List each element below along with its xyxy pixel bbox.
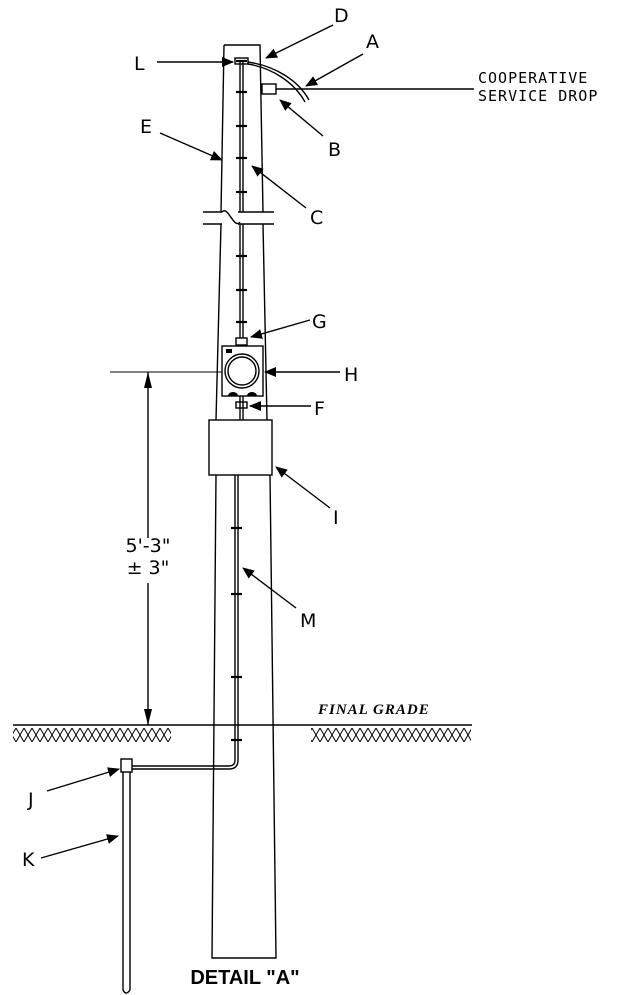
fitting-f: [235, 396, 248, 420]
callout-a: A: [366, 31, 379, 53]
detail-title: DETAIL "A": [190, 967, 299, 989]
callout-b: B: [328, 139, 341, 161]
callout-m: M: [300, 610, 316, 632]
callout-c: C: [310, 207, 323, 229]
leader-arrows: [40, 24, 364, 859]
height-dimension: 5'-3" ± 3": [110, 371, 222, 725]
service-drop-line1: COOPERATIVE: [478, 69, 588, 87]
disconnect-box: [208, 419, 273, 476]
fitting-g: [235, 337, 248, 346]
service-drop-line2: SERVICE DROP: [478, 87, 598, 105]
weatherhead: [234, 57, 249, 65]
callout-j: J: [27, 789, 34, 811]
ground-wire-lower: [132, 475, 242, 770]
callout-i: I: [333, 507, 339, 529]
final-grade-label: FINAL GRADE: [317, 702, 430, 718]
callout-h: H: [344, 364, 358, 386]
dimension-line1: 5'-3": [126, 535, 171, 557]
callout-labels: L D A COOPERATIVE SERVICE DROP B E C G H…: [22, 5, 598, 989]
callout-l: L: [134, 53, 145, 75]
service-drop-wires: [247, 61, 474, 103]
callout-e: E: [140, 116, 152, 138]
callout-g: G: [312, 311, 327, 333]
callout-d: D: [334, 5, 349, 27]
callout-k: K: [22, 849, 35, 871]
ground-rod: [120, 758, 133, 994]
final-grade: [13, 724, 472, 742]
callout-f: F: [314, 398, 325, 420]
meter-base: [221, 345, 264, 397]
pole: [203, 44, 277, 959]
ground-wire-upper: [236, 62, 247, 338]
dimension-line2: ± 3": [127, 557, 170, 579]
